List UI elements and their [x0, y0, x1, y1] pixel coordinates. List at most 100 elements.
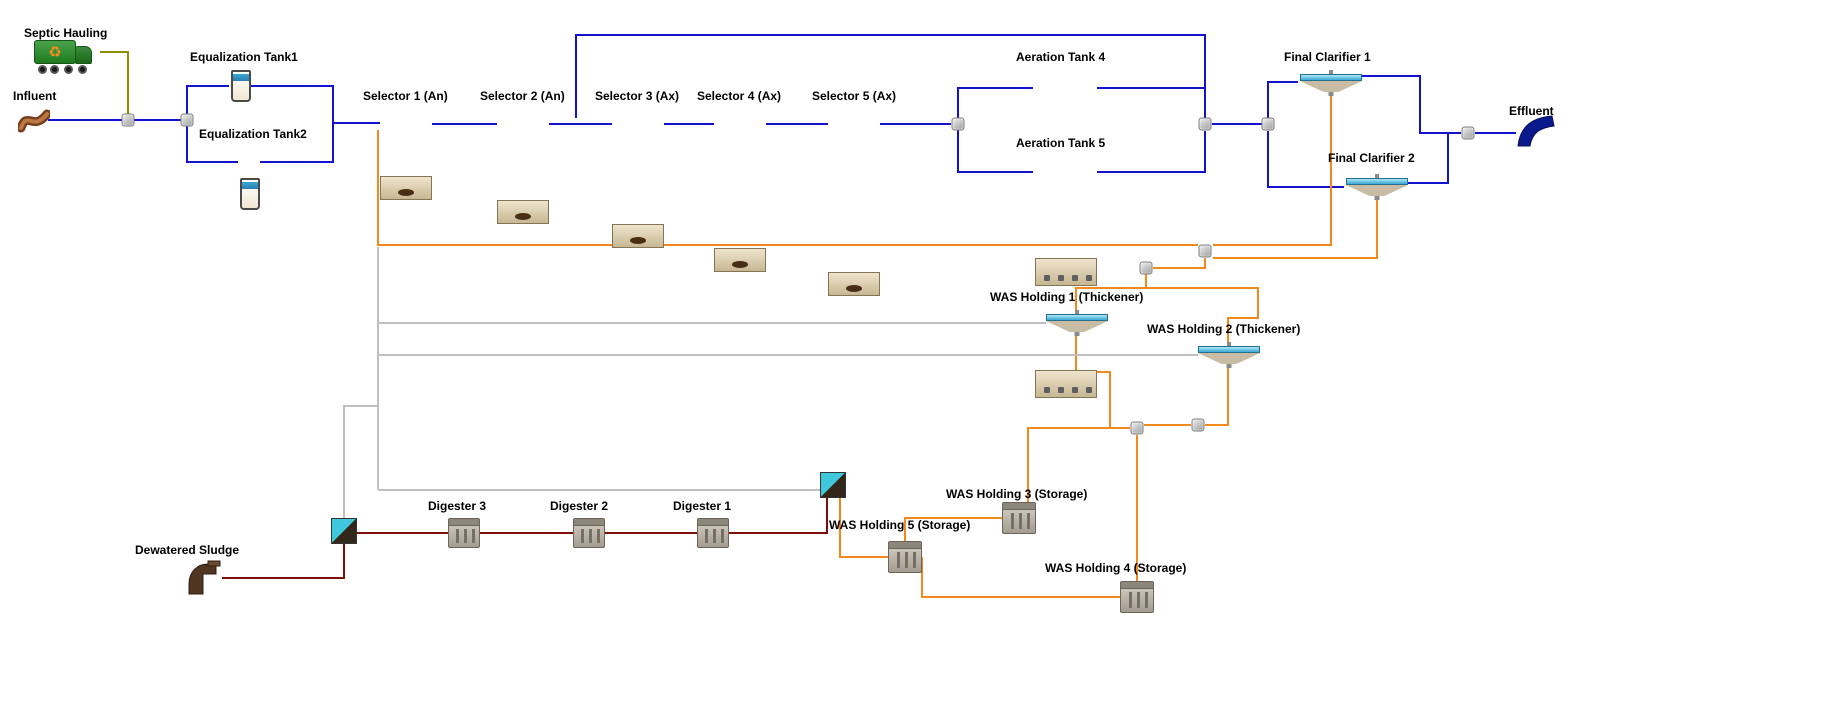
water-surface-icon — [233, 74, 249, 81]
node-was-holding-3-storage[interactable] — [1002, 502, 1036, 534]
node-label-eq-tank1: Equalization Tank1 — [190, 50, 298, 64]
clarifier-stem — [1075, 310, 1079, 315]
tank-rib — [1019, 513, 1022, 529]
node-label-effluent: Effluent — [1509, 104, 1554, 118]
clarifier-cone — [1046, 321, 1108, 332]
tank-rib — [705, 529, 708, 543]
diffuser-icon — [1044, 275, 1050, 281]
pipe-junction[interactable] — [1130, 421, 1144, 435]
node-digester-3[interactable] — [448, 518, 480, 548]
clarifier-stem — [1227, 342, 1231, 347]
node-dewatering-unit[interactable] — [331, 518, 357, 544]
clarifier-underflow-stub — [1374, 196, 1380, 200]
node-label-selector-5: Selector 5 (Ax) — [812, 89, 897, 103]
node-aeration-tank-4[interactable] — [1035, 258, 1097, 286]
tank-rib — [472, 529, 475, 543]
node-label-was-holding-3: WAS Holding 3 (Storage) — [946, 487, 1088, 501]
node-label-digester-2: Digester 2 — [550, 499, 609, 513]
pipe-junction[interactable] — [1461, 126, 1475, 140]
node-effluent[interactable] — [1516, 114, 1556, 153]
mixer-icon — [515, 213, 531, 220]
inactive-return-lines — [343, 247, 1198, 518]
node-was-holding-1-thickener[interactable] — [1046, 310, 1108, 336]
pipe-junction[interactable] — [1198, 244, 1212, 258]
mixer-icon — [398, 189, 414, 196]
node-label-selector-2: Selector 2 (An) — [480, 89, 565, 103]
node-label-influent: Influent — [13, 89, 57, 103]
tank-cap — [449, 519, 479, 526]
node-final-clarifier-1[interactable] — [1300, 70, 1362, 96]
node-final-clarifier-2[interactable] — [1346, 174, 1408, 200]
node-influent[interactable] — [16, 106, 52, 139]
mixer-icon — [630, 237, 646, 244]
node-equalization-tank1[interactable] — [231, 70, 251, 102]
truck-trailer-icon: ♻ — [34, 40, 76, 64]
tank-cap — [698, 519, 728, 526]
node-selector-4[interactable] — [714, 248, 766, 272]
clarifier-stem — [1375, 174, 1379, 179]
node-selector-2[interactable] — [497, 200, 549, 224]
node-label-selector-4: Selector 4 (Ax) — [697, 89, 782, 103]
pipe-junction[interactable] — [121, 113, 135, 127]
node-was-holding-4-storage[interactable] — [1120, 581, 1154, 613]
node-selector-5[interactable] — [828, 272, 880, 296]
diffuser-icon — [1086, 275, 1092, 281]
tank-rib — [1145, 592, 1148, 608]
tank-rib — [1129, 592, 1132, 608]
node-selector-1[interactable] — [380, 176, 432, 200]
truck-cab-icon — [75, 46, 92, 64]
clarifier-water-surface — [1046, 314, 1108, 321]
clarifier-cone — [1346, 185, 1408, 196]
clarifier-stem — [1329, 70, 1333, 75]
tank-rib — [713, 529, 716, 543]
node-label-digester-3: Digester 3 — [428, 499, 487, 513]
node-digester-2[interactable] — [573, 518, 605, 548]
pipe-junction[interactable] — [1198, 117, 1212, 131]
tank-rib — [905, 552, 908, 568]
pipe-junction[interactable] — [951, 117, 965, 131]
clarifier-water-surface — [1346, 178, 1408, 185]
node-label-was-holding-4: WAS Holding 4 (Storage) — [1045, 561, 1187, 575]
node-label-aeration-tank-4: Aeration Tank 4 — [1016, 50, 1106, 64]
pipe-junction[interactable] — [1191, 418, 1205, 432]
node-digester-1[interactable] — [697, 518, 729, 548]
pipe-junction[interactable] — [180, 113, 194, 127]
sludge-flow-lines — [377, 96, 1378, 598]
node-septic-hauling[interactable]: ♻ — [34, 36, 98, 76]
diffuser-icon — [1072, 275, 1078, 281]
flow-direction-arrows — [67, 30, 1498, 602]
node-dewatered-sludge[interactable] — [182, 560, 222, 603]
tank-rib — [897, 552, 900, 568]
diffuser-icon — [1058, 387, 1064, 393]
tank-cap — [1121, 582, 1153, 589]
effluent-outfall-icon — [1517, 115, 1555, 147]
pipe-junction[interactable] — [1261, 117, 1275, 131]
digested-sludge-lines — [222, 498, 828, 579]
node-selector-3[interactable] — [612, 224, 664, 248]
tank-cap — [1003, 503, 1035, 510]
node-aeration-tank-5[interactable] — [1035, 370, 1097, 398]
node-label-dewatered-sludge: Dewatered Sludge — [135, 543, 240, 557]
clarifier-water-surface — [1198, 346, 1260, 353]
tank-rib — [1011, 513, 1014, 529]
clarifier-cone — [1198, 353, 1260, 364]
node-label-selector-1: Selector 1 (An) — [363, 89, 448, 103]
tank-rib — [721, 529, 724, 543]
node-was-holding-5-storage[interactable] — [888, 541, 922, 573]
node-was-holding-2-thickener[interactable] — [1198, 342, 1260, 368]
clarifier-cone — [1300, 81, 1362, 92]
truck-wheel-icon — [38, 65, 47, 74]
pipe-junction[interactable] — [1139, 261, 1153, 275]
tank-rib — [581, 529, 584, 543]
tank-rib — [1027, 513, 1030, 529]
node-equalization-tank2[interactable] — [240, 178, 260, 210]
node-label-eq-tank2: Equalization Tank2 — [199, 127, 307, 141]
node-label-final-clarifier-1: Final Clarifier 1 — [1284, 50, 1371, 64]
node-label-was-holding-2: WAS Holding 2 (Thickener) — [1147, 322, 1301, 336]
sludge-outlet-icon — [188, 560, 221, 595]
node-thickening-unit[interactable] — [820, 472, 846, 498]
clarifier-underflow-stub — [1226, 364, 1232, 368]
tank-rib — [589, 529, 592, 543]
